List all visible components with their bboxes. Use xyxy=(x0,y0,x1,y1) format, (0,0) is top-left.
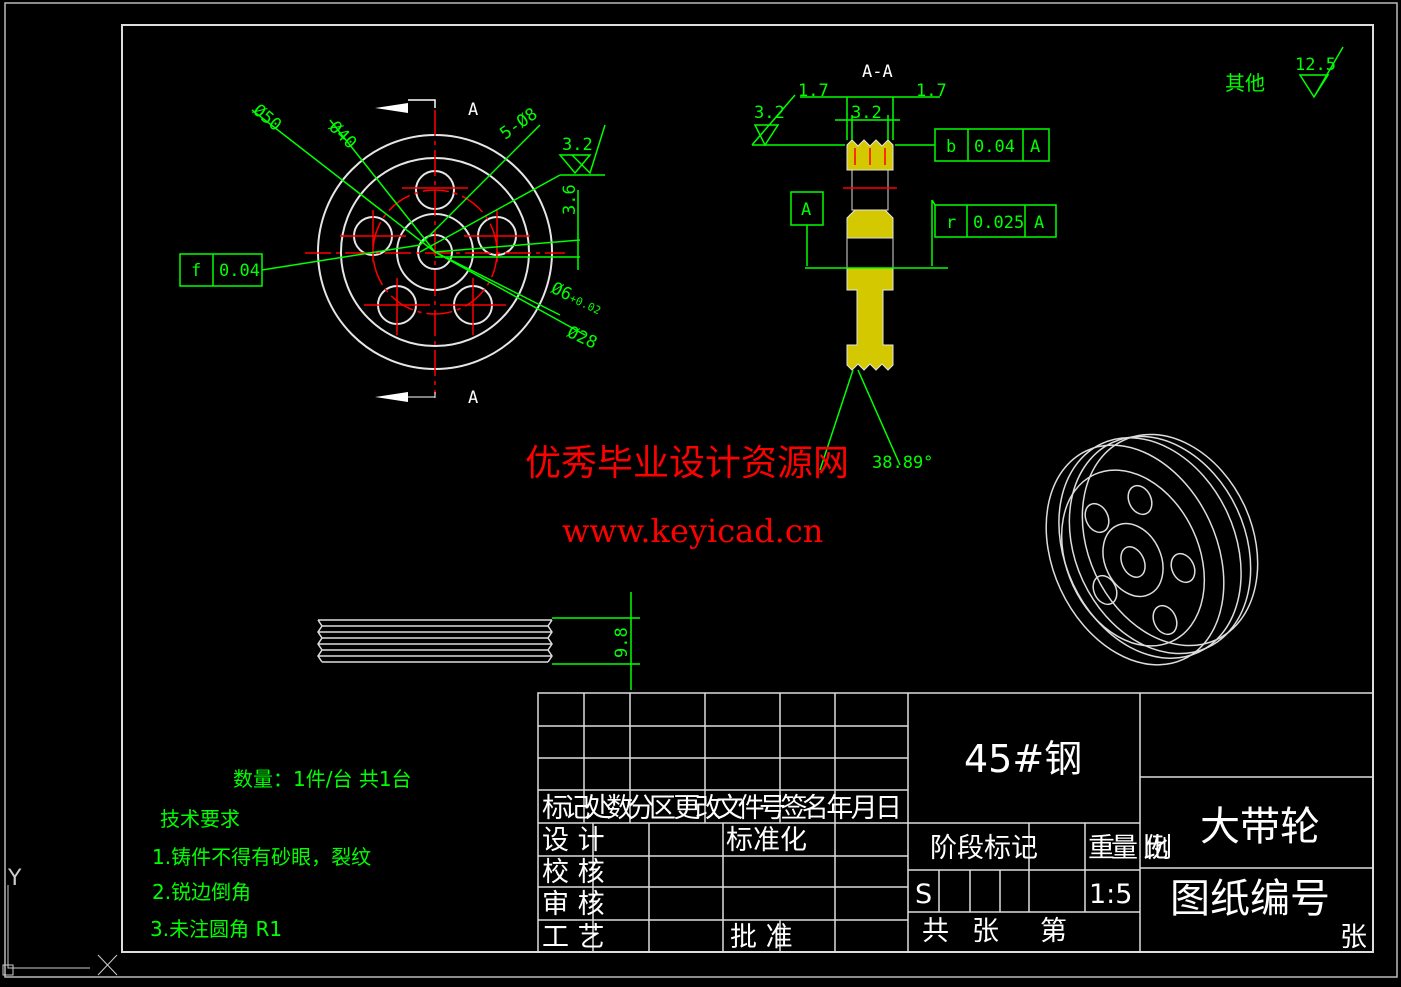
dim-d40: Ø40 xyxy=(324,117,360,153)
svg-text:b: b xyxy=(946,137,956,157)
section-view: A-A 1.7 1.7 3.2 3.2 38.89° A b 0.04 A r … xyxy=(751,62,1057,473)
stage-mark-label: 阶段标记 xyxy=(930,833,1038,864)
part-name: 大带轮 xyxy=(1200,804,1320,850)
svg-text:Y: Y xyxy=(7,866,22,891)
sheet-no-label: 第 xyxy=(1040,916,1067,947)
dim-right: 1.7 xyxy=(916,81,947,101)
sheets-label: 张 xyxy=(972,916,999,947)
roughness-section: 3.2 xyxy=(754,103,785,123)
svg-text:标记处数分区 更改文件号签名 年 月 日: 标记处数分区 更改文件号签名 年 月 日 xyxy=(542,793,902,824)
design-label: 设 计 xyxy=(542,825,605,856)
svg-text:0.04: 0.04 xyxy=(219,261,260,281)
front-view: A A Ø50 Ø40 5-Ø8 3.2 3.6 Ø6+0.02 Ø28 f 0… xyxy=(179,99,606,408)
ucs-icon: Y xyxy=(2,866,118,976)
note-3: 3.未注圆角 R1 xyxy=(150,917,282,941)
svg-text:0.04: 0.04 xyxy=(974,137,1015,157)
title-block xyxy=(537,692,1374,953)
dim-d28: Ø28 xyxy=(564,322,600,353)
svg-text:A: A xyxy=(1030,137,1040,157)
tolerance-frame-r: r 0.025 A xyxy=(934,204,1057,238)
dim-holes: 5-Ø8 xyxy=(496,104,541,144)
section-label-bottom: A xyxy=(468,388,478,408)
svg-text:12.5: 12.5 xyxy=(1295,55,1336,75)
note-1: 1.铸件不得有砂眼，裂纹 xyxy=(152,845,371,869)
sheet-unit-label: 张 xyxy=(1340,922,1367,953)
scale-value: 1:5 xyxy=(1089,879,1132,910)
tolerance-frame-b: b 0.04 A xyxy=(934,128,1050,162)
watermark-url: www.keyicad.cn xyxy=(562,512,823,550)
scale-label: 比 例 xyxy=(1142,833,1172,864)
approve-label: 批 准 xyxy=(730,922,793,953)
outer-border xyxy=(4,2,1398,978)
angle-dim: 38.89° xyxy=(872,453,933,473)
svg-text:其他: 其他 xyxy=(1225,71,1265,95)
roughness-front: 3.2 xyxy=(562,135,593,155)
title-block-text: 45#钢 大带轮 图纸编号 标记处数分区 更改文件号签名 年 月 日 设 计 标… xyxy=(542,737,1367,953)
other-roughness: 其他 12.5 xyxy=(1225,46,1344,99)
total-label: 共 xyxy=(922,916,949,947)
check-label: 校 核 xyxy=(542,857,605,888)
svg-text:A: A xyxy=(801,200,811,220)
dim-left: 1.7 xyxy=(798,81,829,101)
tolerance-frame-f: f 0.04 xyxy=(179,253,263,287)
dim-keyway: 3.6 xyxy=(560,184,580,215)
note-2: 2.锐边倒角 xyxy=(152,880,251,904)
datum-a: A xyxy=(790,191,824,226)
dim-d50: Ø50 xyxy=(249,101,285,136)
dim-mid: 3.2 xyxy=(851,103,882,123)
watermark-title: 优秀毕业设计资源网 xyxy=(525,443,849,484)
svg-text:f: f xyxy=(191,261,201,281)
side-view: 9.8 xyxy=(317,592,640,690)
isometric-view xyxy=(1045,433,1259,666)
drawing-number: 图纸编号 xyxy=(1170,876,1330,922)
standardize-label: 标准化 xyxy=(726,825,807,856)
dim-width: 9.8 xyxy=(612,627,632,658)
technical-notes: 数量：1件/台 共1台 技术要求 1.铸件不得有砂眼，裂纹 2.锐边倒角 3.未… xyxy=(150,767,412,941)
svg-text:0.025: 0.025 xyxy=(973,213,1024,233)
svg-text:r: r xyxy=(946,213,956,233)
section-label-top: A xyxy=(468,100,478,120)
section-title: A-A xyxy=(862,62,893,82)
material: 45#钢 xyxy=(964,737,1082,781)
review-label: 审 核 xyxy=(542,889,605,920)
svg-text:A: A xyxy=(1034,213,1044,233)
stage-s: S xyxy=(915,879,932,910)
process-label: 工 艺 xyxy=(542,922,605,953)
notes-title: 技术要求 xyxy=(160,807,240,831)
quantity-note: 数量：1件/台 共1台 xyxy=(233,767,412,791)
weight-label: 重量 xyxy=(1088,833,1138,864)
